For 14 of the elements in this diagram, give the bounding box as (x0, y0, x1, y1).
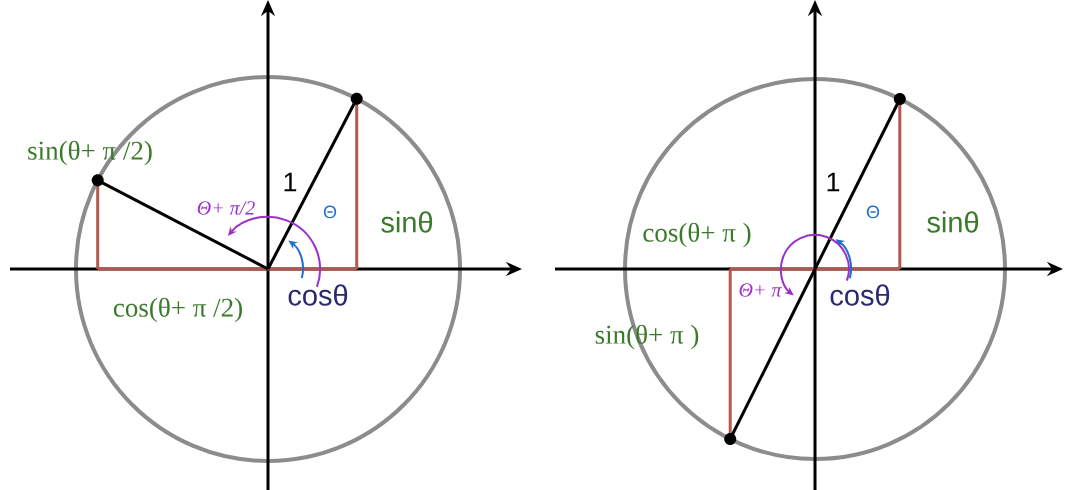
side-label: cosθ (830, 284, 890, 306)
angle-label: Θ (866, 205, 880, 219)
side-label: sin(θ+ π ) (595, 324, 699, 350)
angle-label: Θ (323, 205, 337, 219)
side-label: sinθ (381, 211, 433, 233)
side-label: sin(θ+ π /2) (28, 140, 152, 166)
side-label: cos(θ+ π ) (643, 222, 751, 248)
radius-label: 1 (827, 172, 840, 192)
angle-label: Θ+ π (739, 283, 782, 297)
radius-label: 1 (284, 172, 297, 192)
side-label: cos(θ+ π /2) (113, 297, 242, 323)
angle-label: Θ+ π/2 (197, 201, 255, 215)
side-label: cosθ (288, 284, 348, 306)
side-label: sinθ (927, 211, 979, 233)
